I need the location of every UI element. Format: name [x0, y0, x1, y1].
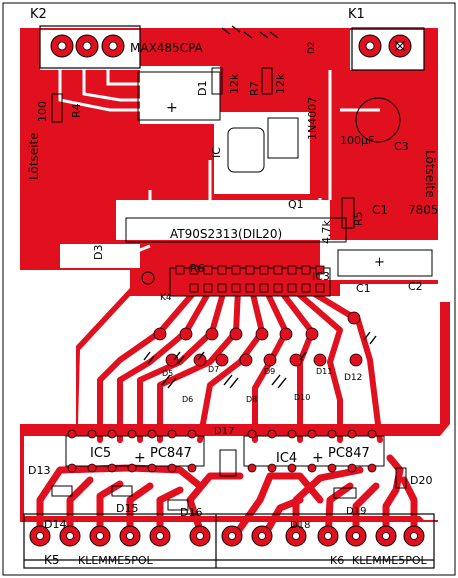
label-c2: C2 [408, 280, 423, 293]
label-k4: K4 [160, 293, 172, 303]
label-4-7k: 4,7k [320, 220, 333, 244]
label-d14: D14 [44, 518, 66, 531]
label-klemme-b: KLEMME5POL [352, 554, 428, 567]
label-12k-b: 12k [274, 73, 287, 94]
pin1-marker-icon [394, 40, 406, 52]
label-7805: 7805 [408, 203, 439, 217]
isolation-cuts [58, 60, 380, 256]
label-1n4007: 1N4007 [306, 97, 319, 140]
label-c3: C3 [394, 140, 409, 153]
label-100uf: 100µF [340, 134, 374, 147]
plus-mark-a: + [134, 450, 146, 466]
label-d3: D3 [92, 245, 105, 260]
label-r4-value: 100 [36, 101, 49, 122]
label-k2: K2 [30, 7, 47, 22]
label-r6: R6 [190, 262, 205, 275]
label-max485: MAX485CPA [130, 41, 204, 55]
label-d5: D5 [162, 369, 173, 378]
led-array [143, 25, 377, 389]
label-ic5: IC5 [90, 446, 111, 461]
label-d13: D13 [28, 464, 50, 477]
component-outlines [51, 67, 433, 511]
label-d17: D17 [214, 426, 234, 437]
label-d11: D11 [316, 367, 332, 376]
label-d10: D10 [294, 393, 310, 402]
label-d9: D9 [264, 367, 275, 376]
ic4-ic5-pads [67, 429, 377, 473]
label-loetseite-left: Lötseite [27, 132, 41, 180]
label-ic: IC [210, 147, 223, 158]
silk-labels: K2 K1 MAX485CPA AT90S2313(DIL20) 7805 C1… [27, 7, 439, 567]
label-ic3: IC3 [312, 270, 330, 283]
label-c1b: C1 [356, 282, 371, 295]
label-d15: D15 [116, 502, 138, 515]
label-c1: C1 [372, 203, 388, 217]
copper-traces [57, 287, 383, 473]
plus-mark-c: + [166, 100, 178, 116]
label-r7: R7 [248, 81, 261, 96]
label-d8: D8 [246, 395, 257, 404]
label-d1: D1 [196, 81, 209, 96]
label-d12: D12 [344, 373, 362, 383]
label-pc847-b: PC847 [328, 446, 370, 461]
label-12k: 12k [228, 73, 241, 94]
label-pc847-a: PC847 [150, 446, 192, 461]
label-r5: R5 [352, 211, 365, 226]
connector-housings [23, 25, 435, 569]
label-q1: Q1 [288, 198, 304, 211]
label-d6: D6 [182, 395, 193, 404]
label-loetseite-right: Lötseite [423, 150, 437, 198]
label-d16: D16 [180, 506, 202, 519]
label-klemme-a: KLEMME5POL [78, 554, 154, 567]
label-k6: K6 [330, 554, 344, 567]
ic3-pads [175, 265, 325, 293]
label-d7: D7 [208, 365, 219, 374]
label-d2: D2 [307, 41, 317, 54]
label-k1: K1 [348, 7, 365, 22]
label-at90: AT90S2313(DIL20) [170, 227, 282, 241]
label-k5: K5 [44, 553, 60, 567]
label-d20: D20 [410, 474, 432, 487]
connector-pads [29, 34, 425, 547]
plus-mark-b: + [312, 450, 324, 466]
label-d18: D18 [290, 520, 310, 531]
label-ic4: IC4 [276, 451, 297, 466]
label-r4: R4 [70, 103, 83, 118]
label-d19: D19 [346, 506, 366, 517]
plus-mark-d: + [374, 255, 385, 270]
